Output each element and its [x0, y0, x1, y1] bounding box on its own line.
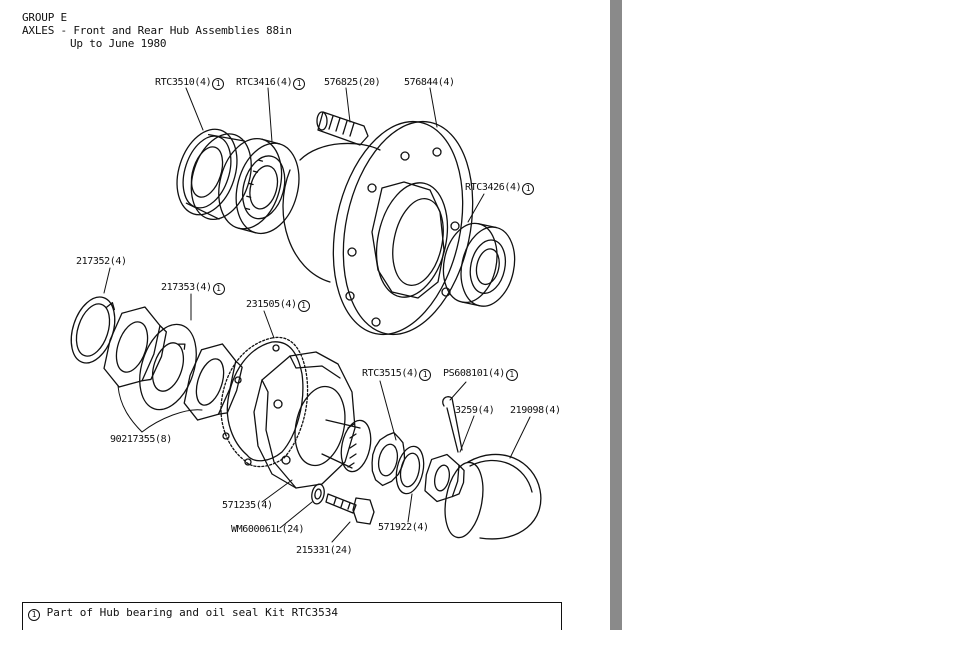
kit-marker-icon: 1 [212, 283, 225, 295]
callout-rtc3515: RTC3515(4)1 [362, 368, 432, 381]
page-subtitle: Up to June 1980 [70, 37, 167, 50]
hub-nut-right-part [183, 343, 243, 421]
inner-bearing-part [218, 137, 300, 235]
circlip-part [371, 431, 406, 487]
callout-576825: 576825(20) [324, 77, 381, 88]
group-heading: GROUP E [22, 11, 67, 24]
kit-marker-icon: 1 [419, 369, 432, 381]
viewer-bottom-strip [0, 630, 622, 648]
kit-marker-icon: 1 [505, 369, 518, 381]
page-title: AXLES - Front and Rear Hub Assemblies 88… [22, 24, 292, 37]
hub-body-part [282, 120, 474, 336]
catalogue-page: GROUP E AXLES - Front and Rear Hub Assem… [22, 11, 562, 630]
thrust-washer-part [139, 323, 197, 411]
bolt-part [325, 493, 375, 525]
wheel-stud-part [316, 111, 369, 146]
hub-cap-part [444, 453, 542, 540]
footnote-text: 1 Part of Hub bearing and oil seal Kit R… [27, 606, 338, 621]
callout-571922: 571922(4) [378, 522, 429, 533]
callout-ps608101: PS608101(4)1 [443, 368, 518, 381]
driving-member-part [253, 351, 372, 489]
callout-217352: 217352(4) [76, 256, 127, 267]
kit-marker-icon: 1 [212, 78, 225, 90]
shim-part [395, 445, 425, 495]
callout-90217355: 90217355(8) [110, 434, 172, 445]
gasket-part [220, 336, 309, 468]
callout-219098: 219098(4) [510, 405, 561, 416]
callout-231505: 231505(4)1 [246, 299, 310, 312]
kit-marker-icon: 1 [297, 300, 310, 312]
leader-lines [103, 87, 531, 543]
callout-215331: 215331(24) [296, 545, 353, 556]
callout-3259: 3259(4) [455, 405, 495, 416]
outer-bearing-part [442, 222, 516, 307]
callout-217353: 217353(4)1 [161, 282, 225, 295]
callout-wm600061l: WM600061L(24) [231, 524, 305, 535]
spring-washer-part [311, 483, 325, 505]
callout-rtc3510: RTC3510(4)1 [155, 77, 225, 90]
oil-seal-part [176, 128, 252, 221]
castle-nut-part [424, 453, 465, 503]
kit-marker-icon: 1 [293, 78, 306, 90]
kit-marker-icon: 1 [522, 183, 535, 195]
callout-576844: 576844(4) [404, 77, 455, 88]
callout-rtc3416: RTC3416(4)1 [236, 77, 306, 90]
lock-washer-part [70, 296, 116, 364]
footnote-box: 1 Part of Hub bearing and oil seal Kit R… [22, 602, 562, 630]
callout-rtc3426: RTC3426(4)1 [465, 182, 535, 195]
hub-assembly-diagram [70, 87, 542, 543]
hub-nut-left-part [103, 306, 168, 388]
callout-571235: 571235(4) [222, 500, 273, 511]
page-edge-shadow [610, 0, 622, 630]
kit-marker-icon: 1 [28, 609, 40, 621]
